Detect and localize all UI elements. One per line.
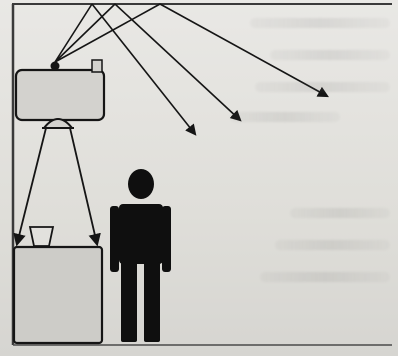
person-figure xyxy=(110,169,171,342)
person-head xyxy=(128,169,154,199)
upper-fixture-body xyxy=(16,70,104,120)
person-right-arm xyxy=(162,206,171,272)
person-torso xyxy=(119,204,163,264)
uplight-ray xyxy=(55,4,160,62)
uplight-rays xyxy=(55,4,160,62)
reflected-ray xyxy=(160,4,327,96)
wall-luminaire-upper xyxy=(16,60,104,120)
person-right-leg xyxy=(144,262,160,342)
reflected-ray xyxy=(115,4,240,120)
downlight-ray-right xyxy=(70,128,97,244)
person-left-leg xyxy=(121,262,137,342)
lamp-source-dot xyxy=(51,62,60,71)
reflected-rays xyxy=(92,4,327,134)
counter xyxy=(14,227,102,343)
person-left-arm xyxy=(110,206,119,272)
uplight-ray xyxy=(55,4,92,62)
upper-fixture-cap xyxy=(92,60,102,72)
cup-icon xyxy=(30,227,53,246)
reflected-ray xyxy=(92,4,195,134)
counter-body xyxy=(14,247,102,343)
